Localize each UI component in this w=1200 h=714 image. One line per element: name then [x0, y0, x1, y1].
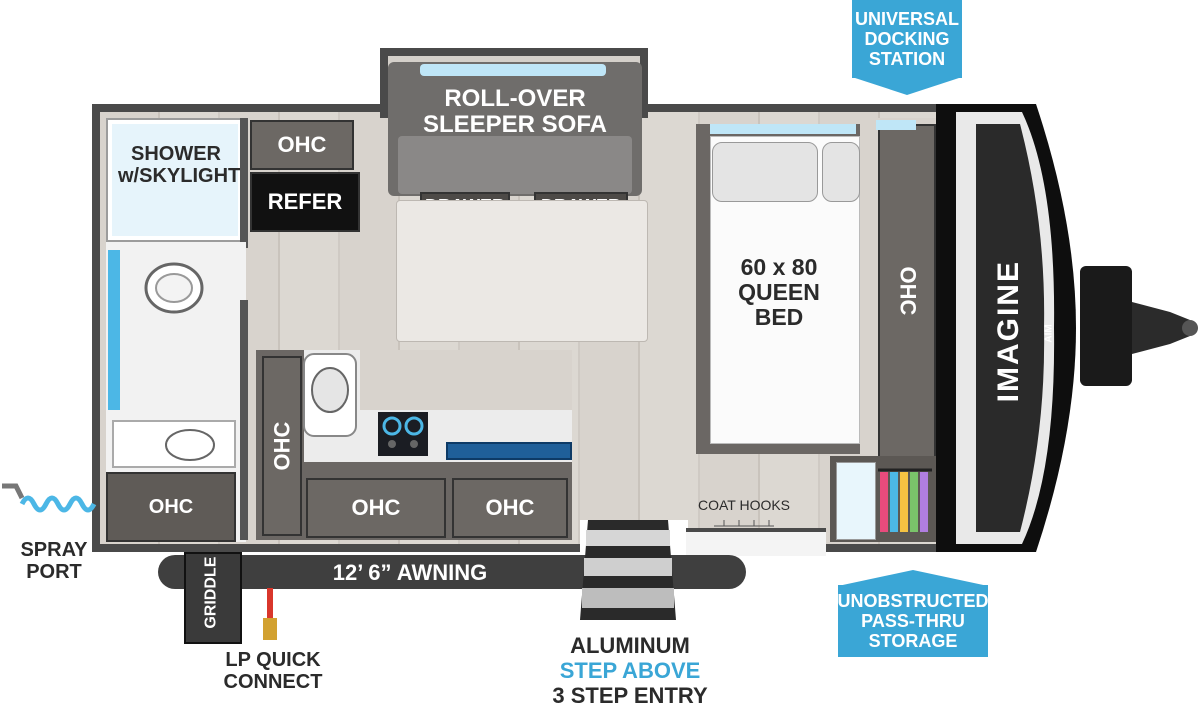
toilet-icon — [144, 262, 204, 314]
ohc-kitchen-side: OHC — [262, 356, 302, 536]
brand-sub: AIM — [1043, 324, 1055, 343]
bed-label: 60 x 80 QUEEN BED — [738, 254, 820, 330]
hanging-clothes-icon — [878, 468, 932, 532]
sofa-cushion — [398, 136, 632, 194]
kitchen-sink-icon — [303, 353, 357, 437]
lp-connector-icon — [263, 588, 277, 640]
pillow-left — [712, 142, 818, 202]
sofa-backlight — [420, 64, 606, 76]
entry-steps — [580, 520, 676, 620]
ohc-kitchen-2: OHC — [452, 478, 568, 538]
sofa-label: ROLL-OVER SLEEPER SOFA — [422, 85, 608, 138]
dinette-area — [396, 200, 648, 342]
shower-label: SHOWER w/SKYLIGHT — [118, 143, 241, 187]
coat-hooks-label: COAT HOOKS — [697, 497, 791, 513]
spray-port-label: SPRAY PORT — [20, 539, 88, 583]
ohc-bath: OHC — [106, 472, 236, 542]
docking-station-callout: UNIVERSAL DOCKING STATION — [852, 0, 962, 78]
kitchen-window-light — [446, 442, 572, 460]
step-line3: 3 STEP ENTRY — [552, 683, 708, 708]
kitchen-counter-cutout — [360, 350, 572, 410]
spray-port-icon — [2, 483, 97, 513]
passthru-callout-pointer — [838, 570, 988, 586]
front-cap — [936, 104, 1076, 552]
closet-mirror — [836, 462, 876, 540]
step-line2: STEP ABOVE — [559, 658, 701, 683]
wardrobe-light — [876, 120, 916, 130]
griddle-label: GRIDDLE — [202, 556, 220, 629]
entry-doorway — [686, 528, 826, 556]
bath-sink-icon — [165, 429, 215, 461]
coat-hooks-icon — [714, 520, 774, 527]
cooktop-icon — [378, 412, 428, 456]
refrigerator: REFER — [250, 172, 360, 232]
ohc-front: OHC — [878, 124, 936, 458]
griddle — [184, 552, 242, 644]
pillow-right — [822, 142, 860, 202]
hitch-icon — [1080, 266, 1198, 386]
bed-headboard-light — [710, 124, 856, 134]
bathroom-wall — [240, 118, 248, 248]
ohc-kitchen-1: OHC — [306, 478, 446, 538]
lp-connect-label: LP QUICK CONNECT — [223, 649, 323, 693]
brand-logo: IMAGINE — [991, 260, 1025, 403]
bathroom-window — [108, 250, 120, 410]
docking-callout-pointer — [852, 77, 962, 95]
step-line1: ALUMINUM — [570, 633, 690, 658]
kitchen-partition — [240, 300, 248, 540]
pass-thru-storage-callout: UNOBSTRUCTED PASS-THRU STORAGE — [838, 585, 989, 657]
ohc-top: OHC — [250, 120, 354, 170]
awning-label: 12’ 6” AWNING — [332, 560, 488, 585]
shower-skylight — [112, 124, 238, 236]
